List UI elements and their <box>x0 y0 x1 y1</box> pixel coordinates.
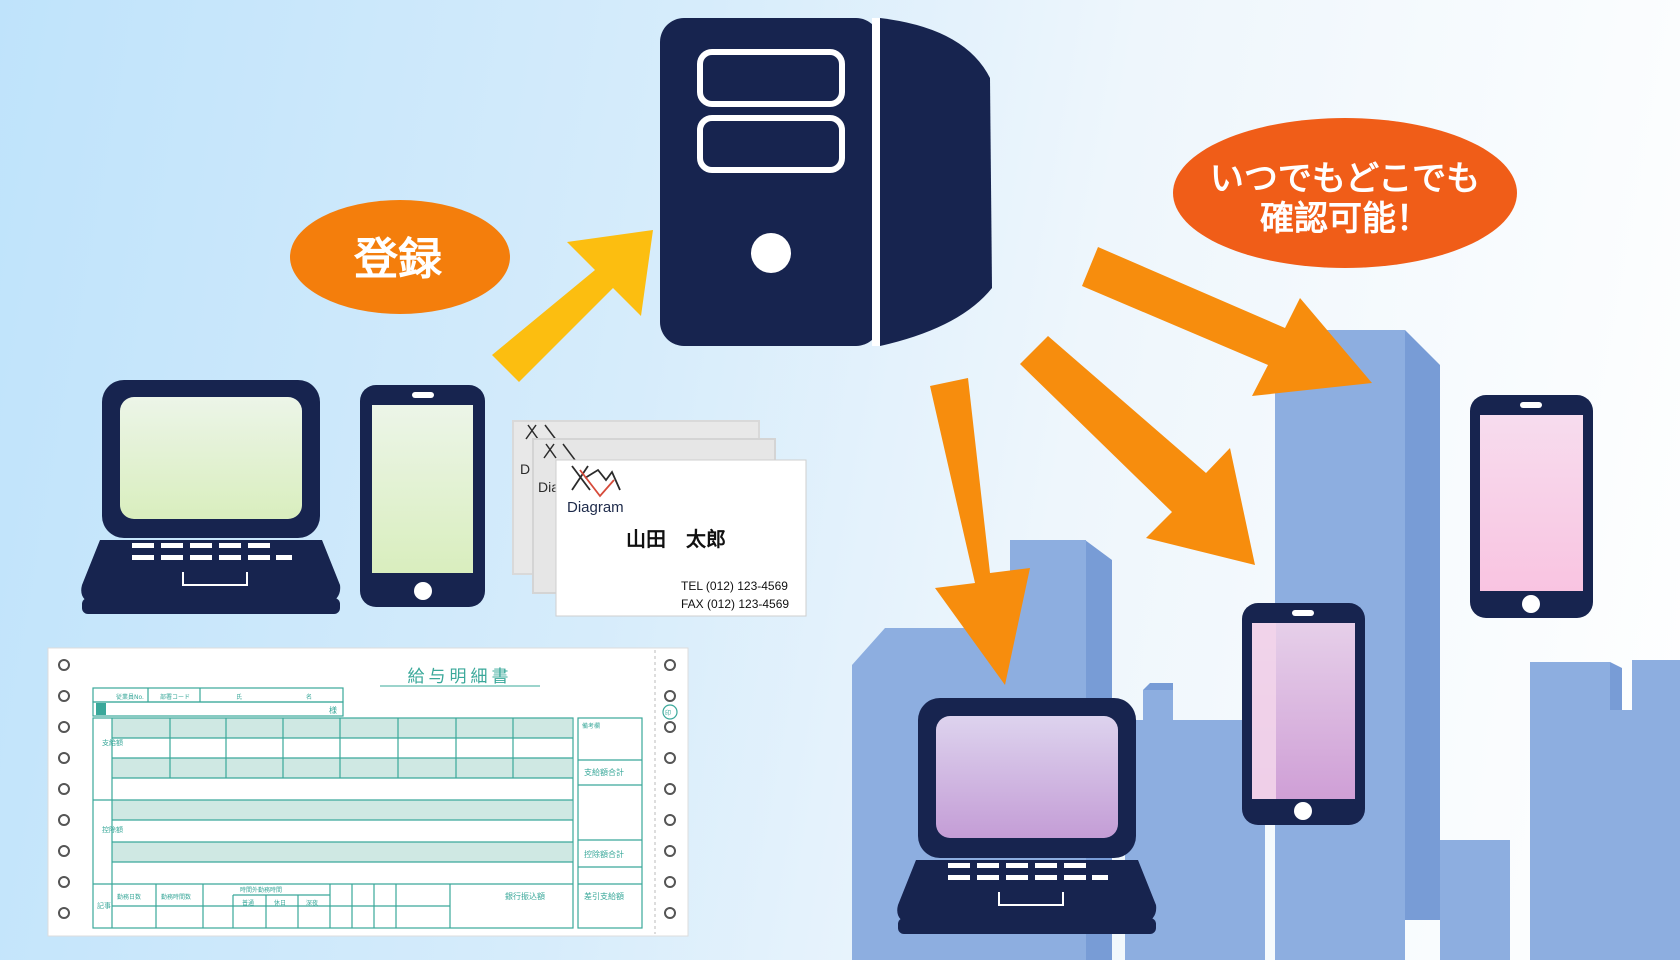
payslip-title: 給与明細書 <box>408 667 513 687</box>
distribute-arrow-middle <box>1020 336 1255 565</box>
payslip-label-deduction-total: 控除額合計 <box>584 849 624 859</box>
register-arrow <box>492 230 653 382</box>
tractor-holes-right <box>664 659 676 919</box>
payslip-form: 給与明細書 従業員No. 部署コード 氏 名 様 <box>47 647 689 937</box>
anywhere-bubble-line1: いつでもどこでも <box>1210 159 1480 199</box>
laptop-icon-left <box>81 380 341 614</box>
payslip-label-regular: 普通 <box>242 899 254 907</box>
business-cards: D Dia Diagram 山田 太郎 TEL (012) 123-4569 F… <box>512 420 807 617</box>
payslip-side-notes: 記事 <box>97 901 111 910</box>
distribute-arrow-right <box>1082 247 1372 396</box>
payslip-label-memo: 備考欄 <box>582 722 600 730</box>
payslip-label-midnight: 深夜 <box>306 899 318 907</box>
payslip-label-overtime: 時間外勤務時間 <box>240 886 282 894</box>
card-name: 山田 太郎 <box>626 527 726 551</box>
payslip-label-name-family: 氏 <box>236 693 242 701</box>
smartphone-icon-left <box>360 385 485 607</box>
payslip-label-dept-code: 部署コード <box>160 693 190 701</box>
register-bubble-label: 登録 <box>353 234 443 285</box>
payslip-side-deduction: 控除額 <box>102 825 123 834</box>
card-logo-text: Diagram <box>567 499 624 516</box>
smartphone-icon-middle <box>1242 603 1365 825</box>
payslip-side-payment: 支給額 <box>102 738 123 747</box>
register-bubble: 登録 <box>290 200 510 314</box>
tractor-holes-left <box>58 659 70 919</box>
payslip-label-bank-transfer: 銀行振込額 <box>505 891 545 901</box>
server-icon <box>660 18 992 346</box>
card-fax: FAX (012) 123-4569 <box>681 597 789 611</box>
distribute-arrow-down <box>930 378 1030 685</box>
back-card-letter-2: Dia <box>538 479 559 495</box>
card-tel: TEL (012) 123-4569 <box>681 579 788 593</box>
payslip-label-work-hours: 勤務時間数 <box>161 893 191 901</box>
payslip-label-seal: 印 <box>665 710 671 717</box>
payslip-label-payment-total: 支給額合計 <box>584 767 624 777</box>
anywhere-bubble-line2: 確認可能！ <box>1260 199 1430 239</box>
anywhere-bubble: いつでもどこでも 確認可能！ <box>1173 118 1517 268</box>
diagram-logo-icon <box>571 465 621 498</box>
payslip-label-employee-no: 従業員No. <box>116 693 144 701</box>
payslip-label-holiday: 休日 <box>274 899 286 907</box>
payslip-label-name-given: 名 <box>306 693 312 701</box>
back-card-letter-1: D <box>520 461 530 477</box>
smartphone-icon-right <box>1470 395 1593 618</box>
payslip-label-net-pay: 差引支給額 <box>584 891 624 901</box>
payslip-label-honorific: 様 <box>329 705 337 715</box>
laptop-icon-right <box>897 698 1157 934</box>
payslip-grid: 支給額 控除額 記事 備考欄 支給額合計 控除額合計 銀行振込額 差引支給額 勤… <box>92 704 678 929</box>
payslip-label-work-days: 勤務日数 <box>117 893 141 901</box>
